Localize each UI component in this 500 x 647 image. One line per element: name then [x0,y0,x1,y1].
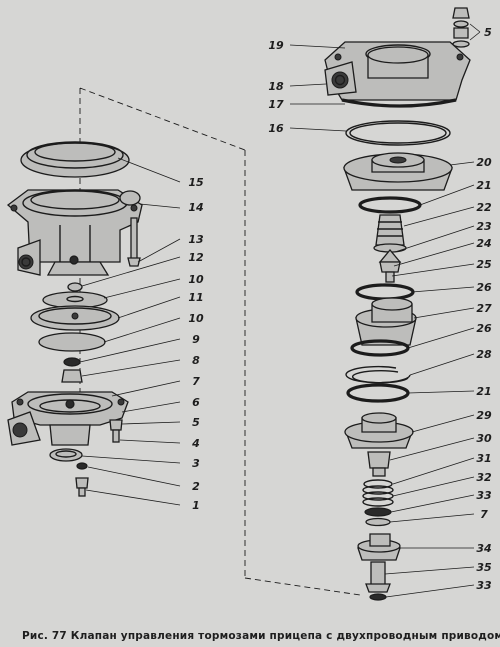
right-valve-pin [378,248,402,283]
part-label-13: 13 [188,233,204,246]
right-leader-lines [289,23,481,598]
left-housing-bolts [69,217,141,267]
right-ring-26-upper [355,283,415,301]
part-label-18: 18 [268,80,284,93]
right-large-ring [345,120,451,146]
right-top-nuts [452,7,470,48]
part-label-31: 31 [476,452,491,465]
part-label-24: 24 [476,237,491,250]
right-top-cover [324,41,471,108]
left-bolt-washer [109,419,123,443]
left-bottom-parts [49,448,89,497]
part-label-3: 3 [192,457,200,470]
part-label-19: 19 [268,39,284,52]
part-label-32: 32 [476,471,492,484]
left-leader-lines [79,157,181,506]
right-snap-ring [345,365,411,384]
part-label-10-lower: 10 [188,312,204,325]
right-bottom-washer [369,593,387,601]
part-label-28: 28 [476,348,492,361]
part-label-4: 4 [191,437,200,450]
part-label-17: 17 [268,98,284,111]
right-lower-valve-body [357,533,401,561]
right-stem [367,451,391,477]
left-diaphragm-cup [20,141,130,178]
right-part-labels: 19 5 18 17 16 20 21 22 23 24 25 26 27 26… [268,26,492,592]
part-label-26-upper: 26 [476,281,492,294]
part-label-6: 6 [192,396,200,409]
part-label-5: 5 [192,416,200,429]
part-label-16: 16 [268,122,284,135]
right-piston [343,152,453,191]
part-label-9: 9 [192,333,200,346]
right-plunger [365,561,391,593]
part-label-30: 30 [476,432,492,445]
left-disc-stack [30,291,120,352]
part-label-25: 25 [476,258,492,271]
right-threaded-stem [373,214,407,253]
part-label-21-lower: 21 [476,385,491,398]
right-spring-stack [362,479,394,527]
part-label-35: 35 [476,561,492,574]
left-lower-housing [7,391,129,446]
part-label-8: 8 [192,354,200,367]
part-label-1: 1 [192,499,200,512]
part-label-5-right: 5 [484,26,492,39]
figure-caption: Рис. 77 Клапан управления тормозами приц… [22,630,500,642]
part-label-33-upper: 33 [476,489,492,502]
right-o-ring-lower [346,383,410,403]
part-label-10-upper: 10 [188,273,204,286]
part-label-21-upper: 21 [476,179,491,192]
right-o-ring-upper [358,196,422,214]
part-label-20: 20 [476,156,492,169]
part-label-15: 15 [188,176,204,189]
right-sleeve [355,297,417,346]
right-valve-seat [344,412,414,449]
left-valve-spring-nut [61,357,83,383]
part-label-11: 11 [188,291,203,304]
left-part-labels: 15 14 13 12 10 11 10 9 8 7 6 5 4 3 2 1 [188,176,204,512]
part-label-22: 22 [476,201,492,214]
left-upper-housing [6,189,143,276]
part-label-26-lower: 26 [476,322,492,335]
part-label-33-lower: 33 [476,579,492,592]
part-label-7: 7 [192,375,200,388]
left-small-nut [67,282,83,292]
part-label-34: 34 [476,542,491,555]
part-label-23: 23 [476,220,492,233]
part-label-12: 12 [188,251,204,264]
part-label-14: 14 [188,201,203,214]
part-label-2: 2 [192,480,200,493]
part-label-7-right: 7 [480,508,488,521]
part-label-29: 29 [476,409,492,422]
part-label-27: 27 [476,302,492,315]
